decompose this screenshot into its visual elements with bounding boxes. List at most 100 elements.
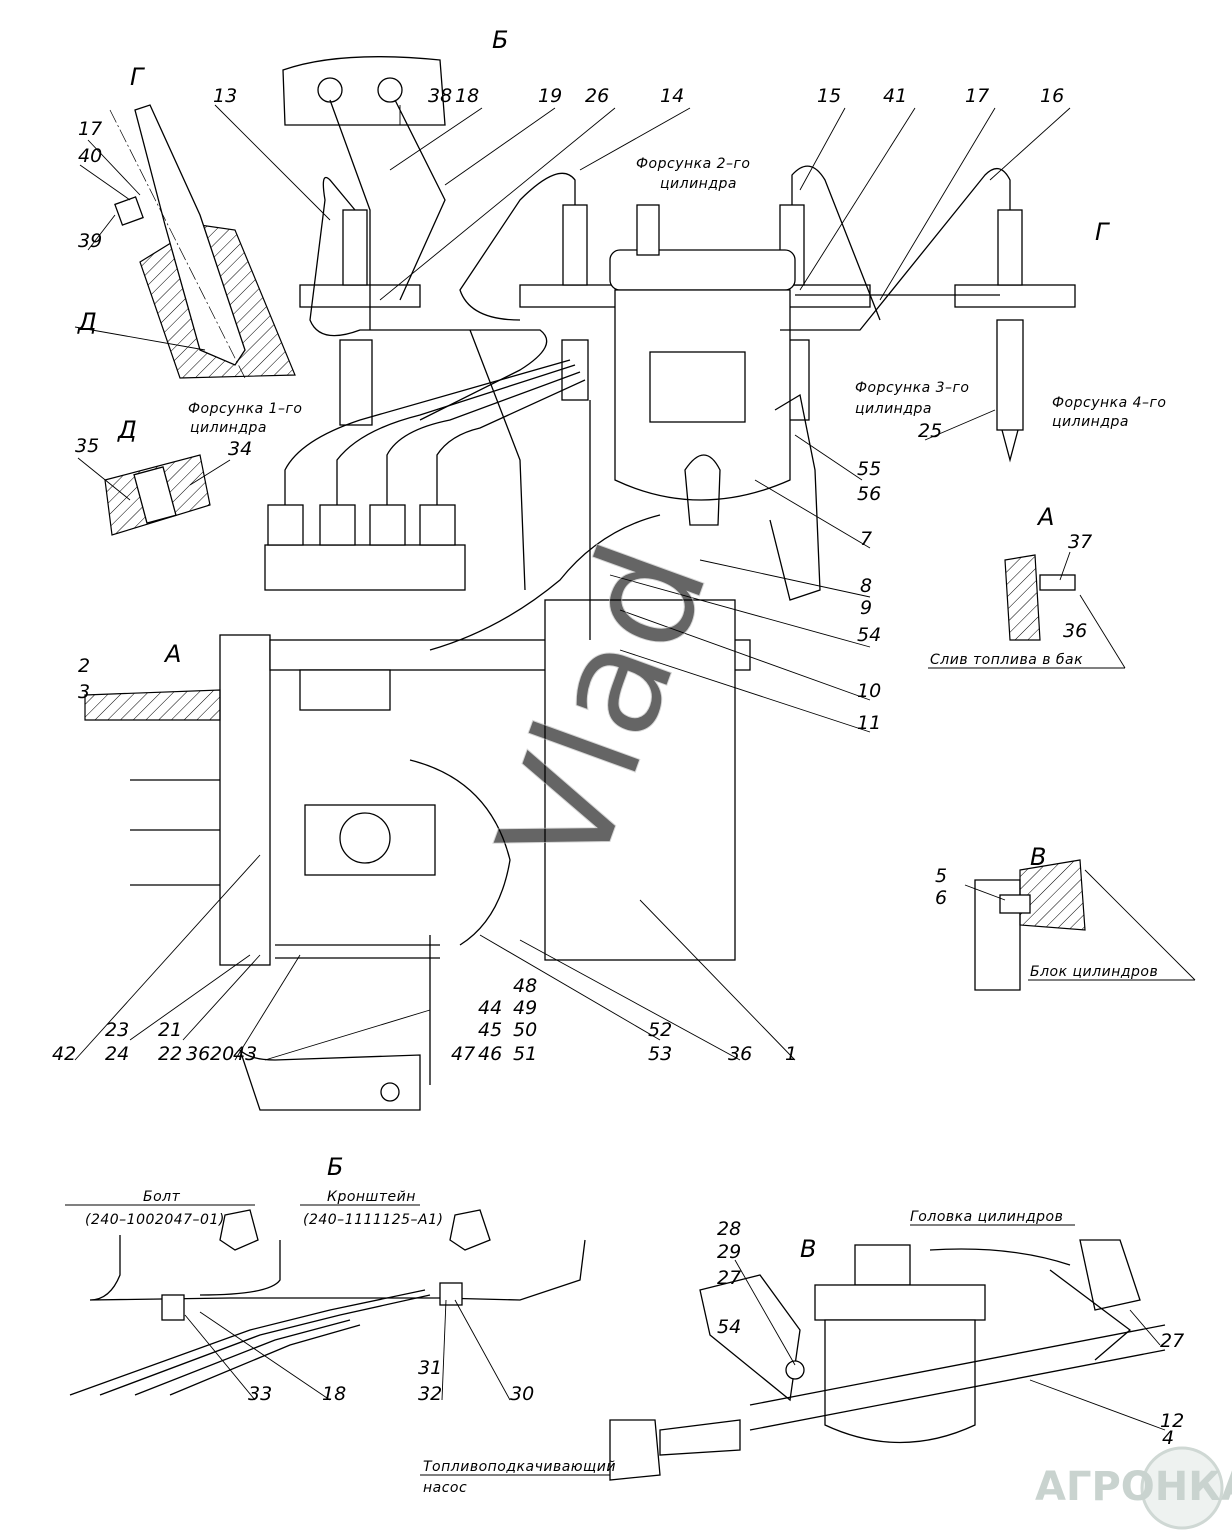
callout-number: 16 bbox=[1040, 85, 1064, 107]
bolt-icon bbox=[317, 77, 343, 103]
callout-number: 34 bbox=[228, 438, 252, 460]
note-block: Блок цилиндров bbox=[1030, 964, 1158, 980]
callout-number: 14 bbox=[660, 85, 684, 107]
note-injector4-a: Форсунка 4–го bbox=[1052, 395, 1166, 411]
callout-number: 27 bbox=[1160, 1330, 1184, 1352]
callout-number: 36 bbox=[728, 1043, 752, 1065]
callout-number: 11 bbox=[857, 712, 881, 734]
callout-number: 46 bbox=[478, 1043, 502, 1065]
callout-number: 25 bbox=[918, 420, 942, 442]
callout-number: 41 bbox=[883, 85, 907, 107]
callout-number: 51 bbox=[513, 1043, 537, 1065]
note-bolt-code: (240–1002047–01) bbox=[85, 1212, 225, 1228]
detail-view-v bbox=[964, 859, 1196, 991]
note-head: Головка цилиндров bbox=[910, 1209, 1063, 1225]
callout-number: 26 bbox=[585, 85, 609, 107]
view-letter: Б bbox=[492, 26, 508, 54]
callout-number: 8 bbox=[860, 575, 872, 597]
bolt-icon bbox=[377, 77, 403, 103]
callout-number: 35 bbox=[75, 435, 99, 457]
callout-number: 32 bbox=[418, 1383, 442, 1405]
callout-number: 17 bbox=[965, 85, 989, 107]
callout-number: 56 bbox=[857, 483, 881, 505]
view-letter: Д bbox=[117, 416, 137, 444]
fuel-lines bbox=[284, 99, 1011, 946]
view-letter: А bbox=[163, 640, 181, 668]
callout-number: 55 bbox=[857, 458, 881, 480]
callout-number: 39 bbox=[78, 230, 102, 252]
callout-number: 4 bbox=[1162, 1427, 1174, 1449]
callout-number: 52 bbox=[648, 1019, 672, 1041]
callout-number: 5 bbox=[935, 865, 947, 887]
callout-number: 29 bbox=[717, 1241, 741, 1263]
note-injector2-a: Форсунка 2–го bbox=[636, 156, 750, 172]
callout-number: 2 bbox=[78, 655, 90, 677]
note-bolt: Болт bbox=[143, 1189, 181, 1205]
note-bracket: Кронштейн bbox=[327, 1189, 416, 1205]
detail-view-g bbox=[74, 104, 296, 379]
callout-number: 6 bbox=[935, 887, 947, 909]
callout-number: 42 bbox=[52, 1043, 76, 1065]
callout-number: 7 bbox=[860, 528, 872, 550]
note-bracket-code: (240–1111125–А1) bbox=[303, 1212, 443, 1228]
callout-number: 3 bbox=[78, 681, 90, 703]
logo-badge bbox=[1140, 1446, 1224, 1530]
view-letter: Г bbox=[130, 63, 145, 91]
cylinder-head-fragment bbox=[282, 56, 446, 126]
note-injector4-b: цилиндра bbox=[1052, 414, 1129, 430]
callout-number: 15 bbox=[817, 85, 841, 107]
callout-number: 13 bbox=[213, 85, 237, 107]
callout-number: 36 bbox=[186, 1043, 210, 1065]
detail-view-a bbox=[928, 551, 1126, 669]
callout-number: 47 bbox=[451, 1043, 475, 1065]
logo-text: АГРОНКА bbox=[1035, 1464, 1232, 1510]
note-drain: Слив топлива в бак bbox=[930, 652, 1083, 668]
callout-number: 24 bbox=[105, 1043, 129, 1065]
callout-number: 53 bbox=[648, 1043, 672, 1065]
callout-number: 23 bbox=[105, 1019, 129, 1041]
callout-number: 21 bbox=[158, 1019, 182, 1041]
callout-number: 1 bbox=[785, 1043, 797, 1065]
callout-number: 54 bbox=[857, 624, 881, 646]
callout-number: 17 bbox=[78, 118, 102, 140]
callout-number: 31 bbox=[418, 1357, 442, 1379]
callout-number: 20 bbox=[210, 1043, 234, 1065]
filter-side-view bbox=[699, 1224, 1166, 1444]
note-injector3-a: Форсунка 3–го bbox=[855, 380, 969, 396]
callout-number: 19 bbox=[538, 85, 562, 107]
callout-number: 9 bbox=[860, 597, 872, 619]
callout-number: 28 bbox=[717, 1218, 741, 1240]
note-pump-b: насос bbox=[423, 1480, 467, 1496]
callout-number: 43 bbox=[233, 1043, 257, 1065]
callout-number: 44 bbox=[478, 997, 502, 1019]
callout-number: 48 bbox=[513, 975, 537, 997]
note-injector1-a: Форсунка 1–го bbox=[188, 401, 302, 417]
leader-lines bbox=[74, 104, 1166, 1431]
callout-number: 49 bbox=[513, 997, 537, 1019]
callout-number: 30 bbox=[510, 1383, 534, 1405]
view-letter: Б bbox=[327, 1153, 343, 1181]
callout-number: 18 bbox=[455, 85, 479, 107]
callout-number: 54 bbox=[717, 1316, 741, 1338]
fuel-filter bbox=[609, 204, 821, 601]
callout-number: 37 bbox=[1068, 531, 1092, 553]
callout-number: 12 bbox=[1160, 1410, 1184, 1432]
note-injector2-b: цилиндра bbox=[660, 176, 737, 192]
note-pump-a: Топливоподкачивающий bbox=[423, 1459, 616, 1475]
callout-number: 33 bbox=[248, 1383, 272, 1405]
callout-number: 36 bbox=[1063, 620, 1087, 642]
callout-number: 22 bbox=[158, 1043, 182, 1065]
view-letter: В bbox=[800, 1235, 816, 1263]
callout-number: 38 bbox=[428, 85, 452, 107]
callout-number: 27 bbox=[717, 1267, 741, 1289]
callout-number: 18 bbox=[322, 1383, 346, 1405]
note-injector3-b: цилиндра bbox=[855, 401, 932, 417]
callout-number: 40 bbox=[78, 145, 102, 167]
callout-number: 50 bbox=[513, 1019, 537, 1041]
view-letter: Г bbox=[1095, 218, 1110, 246]
view-letter: В bbox=[1030, 843, 1046, 871]
detail-view-d bbox=[77, 454, 231, 536]
